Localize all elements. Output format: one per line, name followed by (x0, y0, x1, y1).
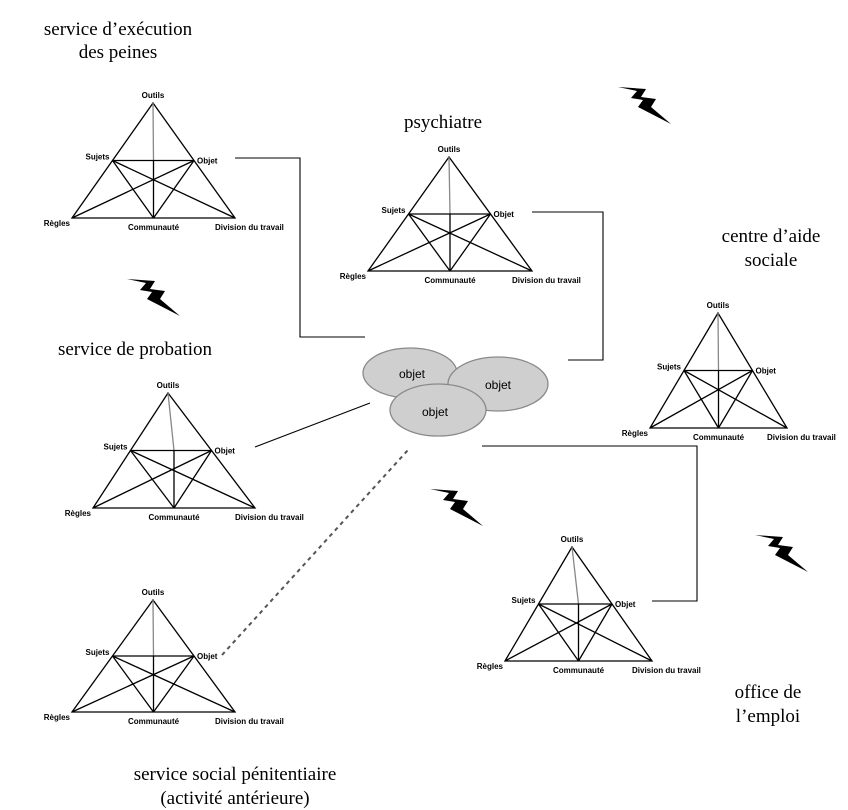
tools-axis-line (717, 312, 720, 371)
title-execution-line2: des peines (79, 42, 158, 63)
object-rules-line (504, 603, 613, 662)
label-division: Division du travail (215, 717, 284, 726)
lightning-bolt-icon (430, 489, 483, 526)
label-subjects: Sujets (85, 153, 110, 162)
subject-division-line (538, 603, 653, 662)
shared-object-3 (389, 383, 487, 437)
title-emploi-line1: office de (735, 682, 802, 703)
object-rules-line (71, 159, 195, 219)
shared-object-cluster: objet objet objet (362, 347, 549, 437)
label-division: Division du travail (767, 433, 836, 442)
tools-axis-line (152, 599, 155, 657)
label-community: Communauté (128, 717, 180, 726)
label-rules: Règles (44, 219, 71, 228)
title-aide-sociale-line2: sociale (745, 250, 798, 271)
label-community: Communauté (553, 666, 605, 675)
subject-division-line (130, 449, 256, 509)
label-division: Division du travail (215, 223, 284, 232)
label-community: Communauté (424, 276, 476, 285)
label-tools: Outils (142, 91, 165, 100)
label-rules: Règles (44, 713, 71, 722)
connector-emploi (482, 445, 698, 602)
title-emploi-line2: l’emploi (736, 706, 800, 727)
connector-psychiatre (532, 211, 604, 361)
label-community: Communauté (128, 223, 180, 232)
title-penitentiaire-line2: (activité antérieure) (160, 788, 309, 809)
tools-axis-line (571, 546, 580, 605)
shared-object-label-3: objet (422, 405, 449, 419)
titles: service d’exécution des peines psychiatr… (44, 19, 820, 809)
title-aide-sociale-line1: centre d’aide (722, 226, 821, 247)
label-object: Objet (494, 210, 515, 219)
subject-division-line (408, 213, 533, 272)
label-rules: Règles (340, 272, 367, 281)
label-community: Communauté (148, 513, 200, 522)
label-subjects: Sujets (103, 443, 128, 452)
lightning-bolt-icon (755, 535, 808, 572)
label-tools: Outils (561, 535, 584, 544)
connector-probation (254, 402, 371, 448)
shared-object-label-1: objet (399, 367, 426, 381)
label-tools: Outils (157, 381, 180, 390)
title-penitentiaire-line1: service social pénitentiaire (134, 764, 337, 785)
connector-penitentiaire (221, 449, 409, 656)
label-community: Communauté (693, 433, 745, 442)
label-subjects: Sujets (85, 648, 110, 657)
object-rules-line (649, 369, 753, 429)
label-rules: Règles (477, 662, 504, 671)
subject-division-line (683, 369, 788, 429)
label-tools: Outils (707, 301, 730, 310)
label-division: Division du travail (632, 666, 701, 675)
tools-axis-line (167, 392, 175, 451)
shared-object-label-2: objet (485, 378, 512, 392)
label-rules: Règles (65, 509, 92, 518)
label-object: Objet (615, 600, 636, 609)
title-execution-line1: service d’exécution (44, 19, 193, 40)
subject-division-line (112, 159, 236, 219)
tools-axis-line (448, 156, 451, 215)
label-tools: Outils (438, 145, 461, 154)
label-division: Division du travail (235, 513, 304, 522)
label-subjects: Sujets (381, 206, 406, 215)
subject-division-line (112, 655, 236, 713)
tension-markers (127, 87, 808, 572)
object-rules-line (92, 449, 212, 509)
label-subjects: Sujets (511, 596, 536, 605)
lightning-bolt-icon (127, 279, 180, 316)
label-division: Division du travail (512, 276, 581, 285)
label-rules: Règles (622, 429, 649, 438)
label-object: Objet (756, 367, 777, 376)
label-object: Objet (197, 652, 218, 661)
connectors (221, 157, 698, 656)
lightning-bolt-icon (618, 87, 671, 124)
label-object: Objet (215, 447, 236, 456)
object-rules-line (71, 655, 195, 713)
tools-axis-line (152, 102, 155, 161)
label-tools: Outils (142, 588, 165, 597)
connector-execution (235, 157, 365, 338)
title-probation: service de probation (58, 339, 213, 360)
label-subjects: Sujets (657, 363, 682, 372)
object-rules-line (367, 213, 491, 272)
label-object: Objet (197, 157, 218, 166)
title-psychiatre: psychiatre (404, 112, 482, 133)
